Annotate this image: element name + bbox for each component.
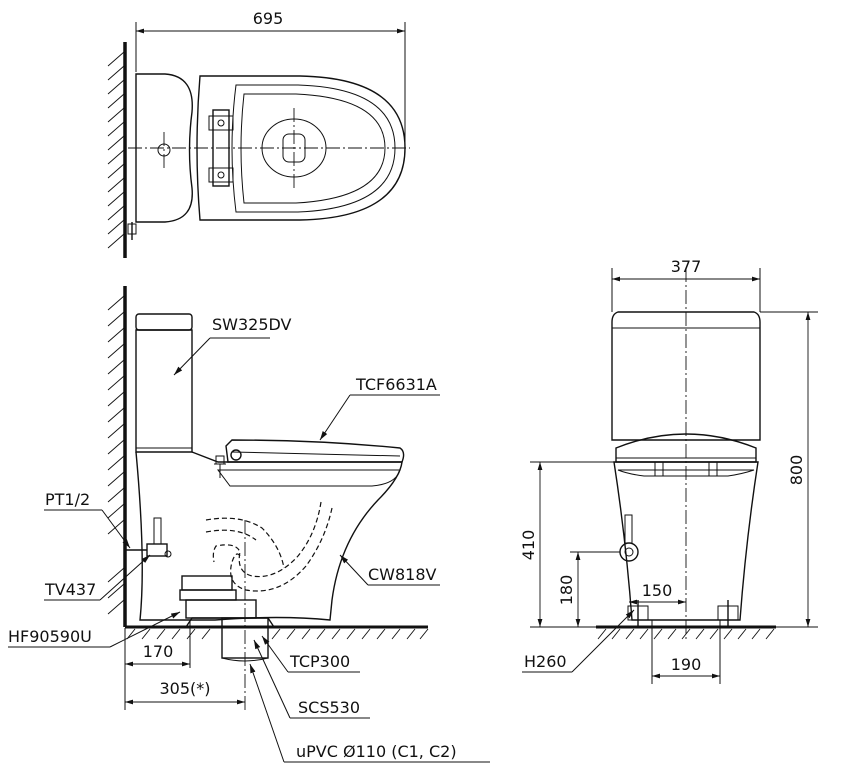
tank-lid: [135, 313, 193, 331]
seat-front: [615, 433, 757, 463]
bowl-body: [135, 451, 403, 621]
trapway-outer: [230, 507, 333, 592]
label-seal: SCS530: [298, 698, 360, 717]
bowl-front: [613, 461, 759, 621]
valve-body: [146, 543, 168, 557]
dim-width-text: 377: [671, 257, 702, 276]
label-flange: HF90590U: [8, 627, 92, 646]
label-valve: TV437: [44, 580, 96, 599]
tank-front: [611, 311, 761, 441]
wall-hatch-side: [107, 295, 125, 615]
seat-outline-top: [231, 84, 396, 213]
flange-top: [181, 575, 233, 591]
valve-handle: [153, 517, 162, 545]
dim-height-text: 800: [787, 455, 806, 486]
dim-outlet-text: 305(*): [159, 679, 210, 698]
dim-rough-in-text: 170: [143, 642, 174, 661]
hinge-side: [230, 449, 242, 461]
label-bolt: H260: [524, 652, 567, 671]
floor-hatch-front: [597, 628, 775, 640]
tank-body: [135, 329, 193, 453]
bowl-rim: [217, 469, 401, 487]
dim-inlet-height-text: 180: [557, 575, 576, 606]
dim-seat-height-text: 410: [519, 530, 538, 561]
dim-bolt-spacing-text: 190: [671, 655, 702, 674]
wall-hatch: [107, 51, 125, 249]
label-inlet: PT1/2: [45, 490, 90, 509]
label-seat: TCF6631A: [355, 375, 437, 394]
top-view: 695: [107, 9, 410, 258]
tank-top: [135, 73, 193, 223]
side-view: SW325DV TCF6631A PT1/2 TV437 HF90590U CW…: [8, 286, 490, 763]
label-bowl: CW818V: [368, 565, 437, 584]
label-adapter: TCP300: [289, 652, 350, 671]
valve-handle-front: [624, 514, 633, 544]
label-pipe: uPVC Ø110 (C1, C2): [296, 742, 457, 761]
valve-front: [619, 542, 639, 562]
front-view: 377 800 410 180 150 190 H260: [519, 257, 818, 684]
bowl-outline-top: [196, 75, 406, 221]
seat-side: [225, 439, 405, 463]
label-tank: SW325DV: [212, 315, 292, 334]
dim-inlet-offset-text: 150: [642, 581, 673, 600]
floor-hatch-side: [126, 628, 429, 640]
dim-length-text: 695: [253, 9, 284, 28]
